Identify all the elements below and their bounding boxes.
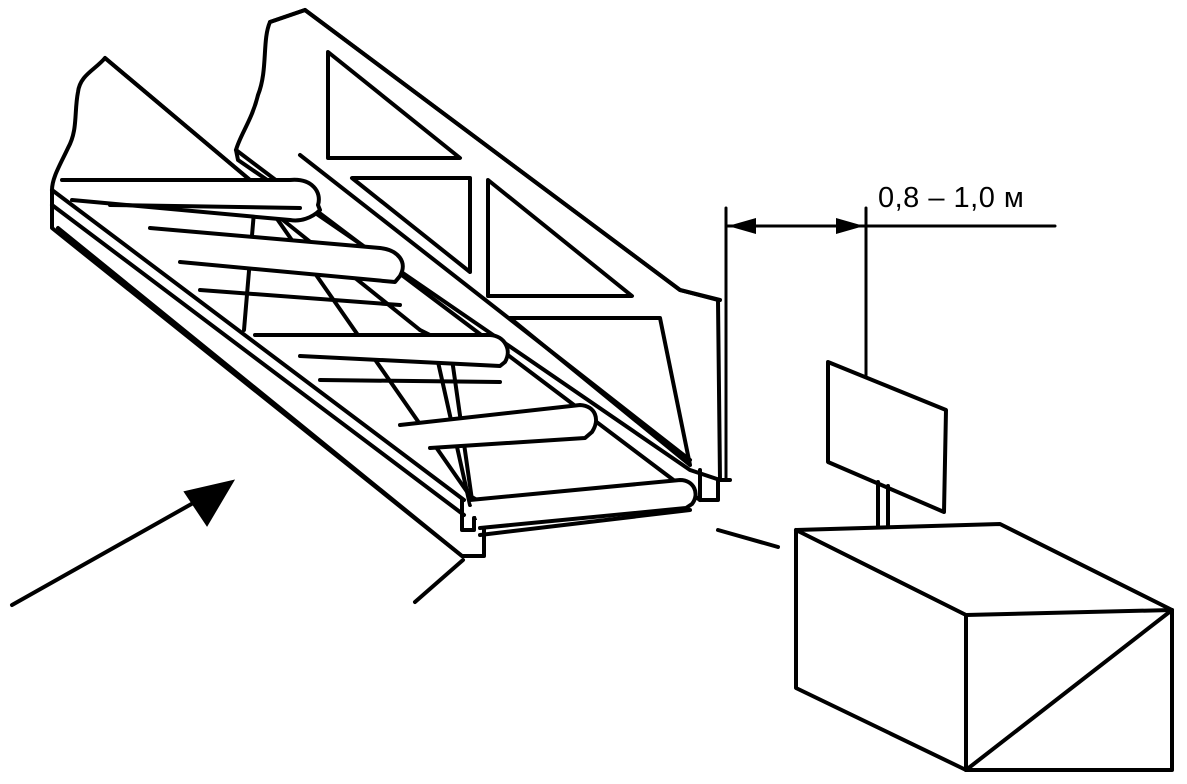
far-side-frame <box>234 8 732 502</box>
dimension-label: 0,8 – 1,0 м <box>878 182 1025 214</box>
control-box <box>794 522 1174 772</box>
rollers <box>60 177 698 537</box>
direction-arrow <box>10 479 236 607</box>
floor-lines <box>413 528 780 604</box>
dimension-line <box>724 206 1057 480</box>
